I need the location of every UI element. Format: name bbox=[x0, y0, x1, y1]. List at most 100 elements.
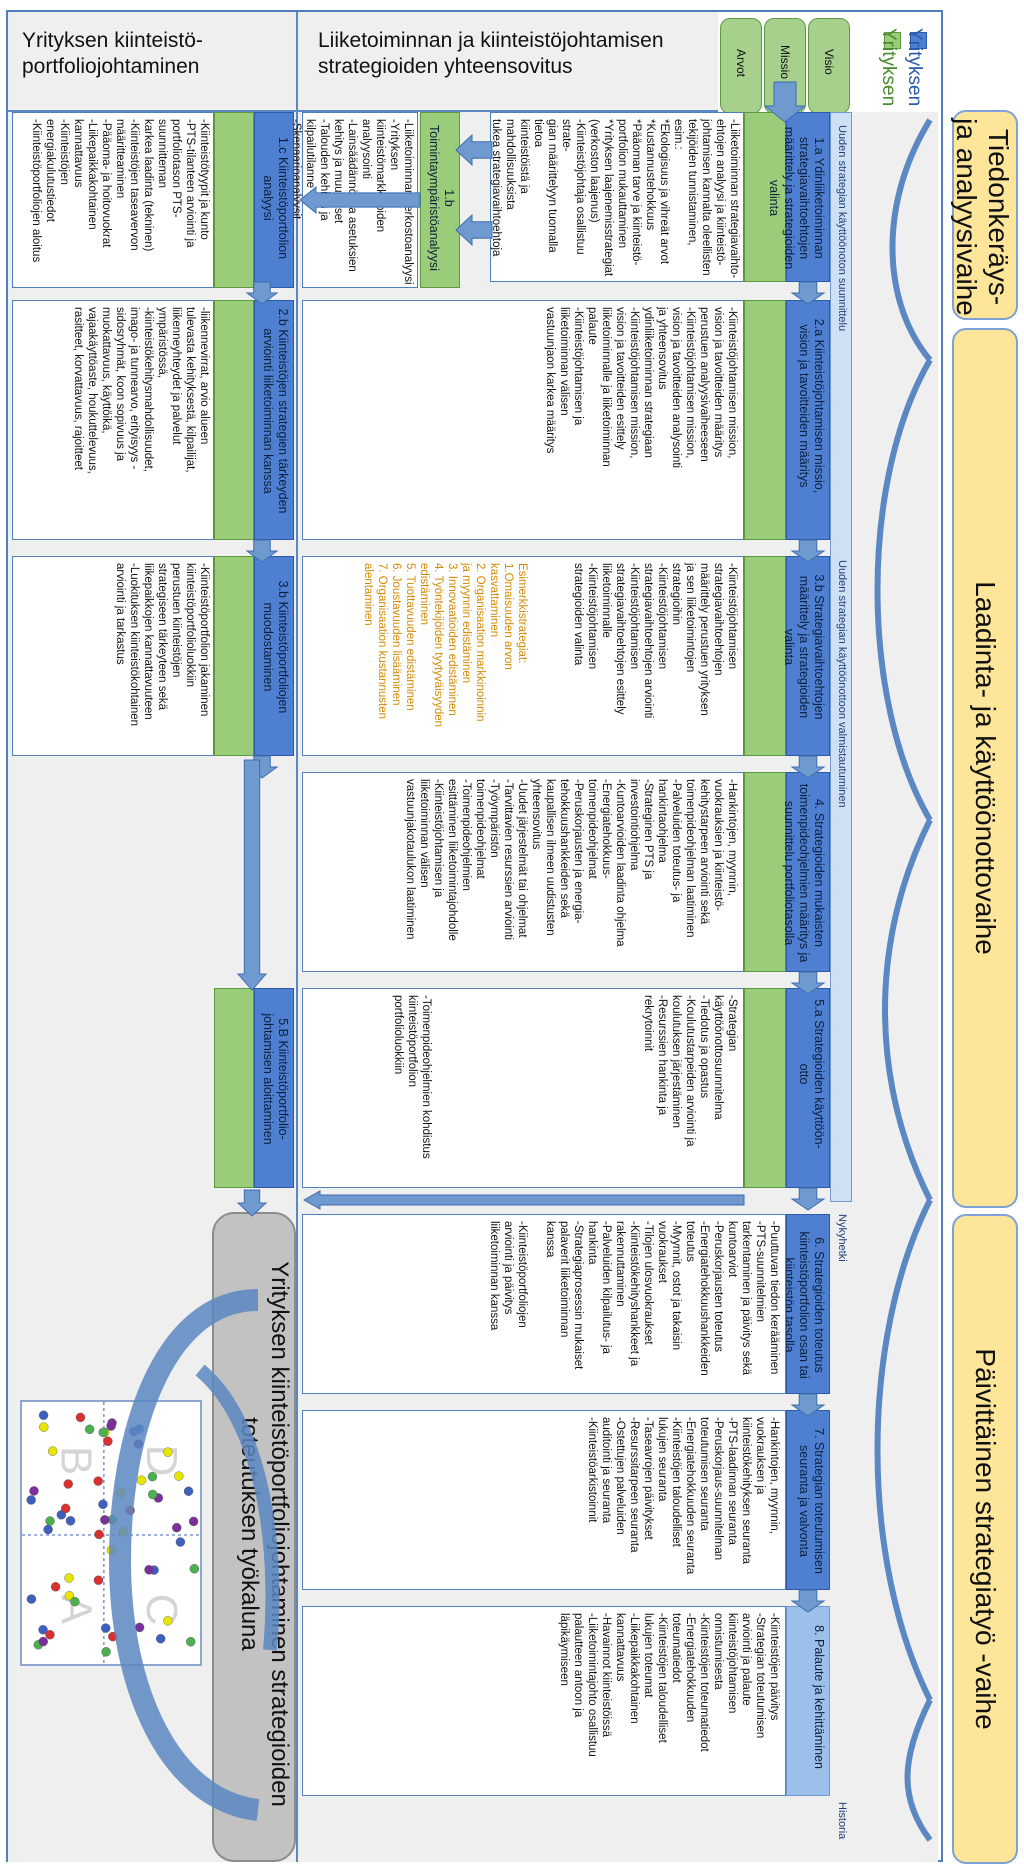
matrix-dot bbox=[61, 1503, 71, 1514]
matrix-dot bbox=[183, 1486, 194, 1496]
arvot-box[interactable]: Arvot bbox=[720, 18, 762, 114]
step-3b-textbox: -Kiinteistöportfolion jakaminen kiinteis… bbox=[12, 556, 214, 756]
step-1c-title: 1.c Kiinteistöportfolion analyysi bbox=[261, 136, 290, 260]
visio-box[interactable]: Visio bbox=[808, 18, 850, 114]
step-2b-bar[interactable] bbox=[254, 300, 294, 540]
matrix-dot bbox=[84, 1424, 95, 1434]
step-8-bar[interactable] bbox=[786, 1606, 830, 1796]
matrix-dot bbox=[101, 1623, 111, 1633]
step-2a-text: -Kiinteistöjohtamisen mission, vision ja… bbox=[544, 307, 738, 469]
step-8-textbox: -Kiinteistöjen päivitys -Strategian tote… bbox=[302, 1606, 786, 1796]
step-5b-bar[interactable] bbox=[254, 988, 294, 1188]
step-7-textbox: -Hankintojen, myynnin, vuokrauksen ja ki… bbox=[302, 1410, 786, 1590]
step-1a-textbox: -Liiketoiminnan strategiavaihto- ehtojen… bbox=[490, 112, 744, 282]
matrix-dot bbox=[93, 1476, 103, 1486]
step-3a-bar[interactable] bbox=[786, 556, 830, 756]
phase-box-preparation: Laadinta- ja käyttöönottovaihe bbox=[952, 328, 1018, 1208]
timeline-top1: Uuden strategian käyttöönoton suunnittel… bbox=[836, 125, 848, 332]
matrix-dot bbox=[65, 1516, 76, 1526]
step-8-text: -Kiinteistöjen päivitys -Strategian tote… bbox=[558, 1613, 780, 1757]
step-1b-green[interactable] bbox=[420, 112, 460, 288]
matrix-dot bbox=[133, 1439, 144, 1449]
matrix-dot bbox=[188, 1516, 199, 1527]
matrix-dot bbox=[155, 1633, 166, 1644]
step-1a-text: -Liiketoiminnan strategiavaihto- ehtojen… bbox=[490, 119, 740, 279]
matrix-dot bbox=[136, 1475, 147, 1485]
step-5a-bar[interactable] bbox=[786, 988, 830, 1188]
phase-analysis-label: Tiedonkeräys- ja analyysivaihe bbox=[951, 118, 1014, 316]
step-5b-text: -Toimenpideohjelmien kohdistus kiinteist… bbox=[392, 995, 432, 1159]
timeline-band bbox=[830, 112, 852, 1202]
matrix-dot bbox=[64, 1573, 74, 1583]
missio-label: Missio bbox=[778, 45, 792, 80]
timeline-nykyhetki: Nykyhetki bbox=[836, 1214, 848, 1262]
matrix-dot bbox=[106, 1545, 117, 1555]
step-4-green bbox=[744, 772, 786, 972]
step-2b-green bbox=[214, 300, 254, 540]
step-4-text: -Hankintojen, myynnin, vuokrauksien ja k… bbox=[404, 779, 738, 947]
step-3a-text: -Kiinteistöjohtamisen strategiavaihtoeht… bbox=[572, 563, 738, 719]
matrix-dot bbox=[147, 1489, 158, 1500]
step-7-bar[interactable] bbox=[786, 1410, 830, 1590]
matrix-dot bbox=[98, 1499, 108, 1509]
step-5b-green bbox=[214, 988, 254, 1188]
matrix-dot bbox=[70, 1596, 80, 1607]
matrix-dot bbox=[26, 1594, 37, 1604]
matrix-dot bbox=[116, 1487, 126, 1498]
matrix-dot bbox=[172, 1522, 182, 1533]
step-2a-bar[interactable] bbox=[786, 300, 830, 540]
matrix-dot bbox=[63, 1479, 73, 1489]
step-3a-title: 3.b Strategiavaihtoehtojen määrittely ja… bbox=[782, 574, 826, 720]
arvot-label: Arvot bbox=[734, 49, 748, 78]
matrix-dot bbox=[186, 1637, 196, 1647]
step-5a-text: -Strategian käyttöönottosuunnitelma -Tie… bbox=[642, 995, 738, 1147]
step-5b-title: 5.B Kiinteistöportfolio-johtamisen aloit… bbox=[261, 1013, 290, 1145]
step-1c-text: -Kiinteistötyypit ja kunto -PTS-tilantee… bbox=[30, 119, 210, 263]
step-2a-green bbox=[744, 300, 786, 540]
step-2b-title: 2.b Kiinteistöjen strategien tärkeyden a… bbox=[261, 308, 290, 514]
step-4-bar[interactable] bbox=[786, 772, 830, 972]
step-6-textbox: -Puuttuvan tiedon kerääminen -PTS-suunni… bbox=[302, 1214, 786, 1394]
step-3b-title: 3.b Kiinteistöportfoliojen muodostaminen bbox=[261, 580, 290, 714]
step-3a-examples: Esimerkkistrategiat: 1.Omaisuuden arvon … bbox=[362, 563, 528, 728]
step-5a-green bbox=[744, 988, 786, 1188]
matrix-dot bbox=[118, 1527, 128, 1537]
matrix-dot bbox=[100, 1515, 110, 1525]
header-right-title: Liiketoiminnan ja kiinteistöjohtamisen s… bbox=[318, 29, 664, 78]
step-1c-bar[interactable] bbox=[254, 112, 294, 288]
step-1c-green bbox=[214, 112, 254, 288]
legend bbox=[860, 28, 940, 108]
matrix-dot bbox=[75, 1412, 86, 1423]
step-7-text: -Hankintojen, myynnin, vuokrauksen ja ki… bbox=[586, 1417, 780, 1575]
matrix-dot bbox=[106, 1421, 116, 1431]
timeline-historia: Historia bbox=[836, 1802, 848, 1840]
matrix-dot bbox=[45, 1630, 55, 1640]
matrix-dot bbox=[93, 1575, 104, 1585]
visio-label: Visio bbox=[822, 49, 836, 75]
step-1c-textbox: -Kiinteistötyypit ja kunto -PTS-tilantee… bbox=[12, 112, 214, 288]
step-1b-textbox: -Liiketoiminnan verkostoanalyysi -Yrityk… bbox=[290, 112, 418, 288]
matrix-dot bbox=[50, 1582, 61, 1592]
matrix-dot bbox=[64, 1591, 74, 1601]
matrix-dot bbox=[174, 1471, 184, 1481]
matrix-dot bbox=[26, 1495, 36, 1505]
legend-swatch-company bbox=[910, 32, 927, 49]
matrix-dot bbox=[163, 1447, 173, 1457]
matrix-dot bbox=[163, 1616, 173, 1626]
missio-box[interactable]: Missio bbox=[764, 18, 806, 114]
step-3b-bar[interactable] bbox=[254, 556, 294, 756]
matrix-quadrant-c: C bbox=[137, 1594, 186, 1626]
step-3b-green bbox=[214, 556, 254, 756]
step-5a-textbox: -Strategian käyttöönottosuunnitelma -Tie… bbox=[302, 988, 744, 1188]
step-5a-title: 5.a Strategioiden käyttöön-otto bbox=[797, 999, 826, 1149]
tool-title: Yrityksen kiinteistöportfoliojohtaminen … bbox=[236, 1261, 293, 1807]
step-1a-bar[interactable] bbox=[786, 112, 830, 282]
step-1a-green bbox=[744, 112, 786, 282]
timeline-top2: Uuden strategian käyttöönottoon valmista… bbox=[836, 560, 848, 808]
matrix-dot bbox=[108, 1631, 118, 1642]
matrix-dot bbox=[38, 1636, 48, 1647]
step-1b-title: 1.b Toimintaympäristöanalyysi bbox=[427, 125, 456, 271]
